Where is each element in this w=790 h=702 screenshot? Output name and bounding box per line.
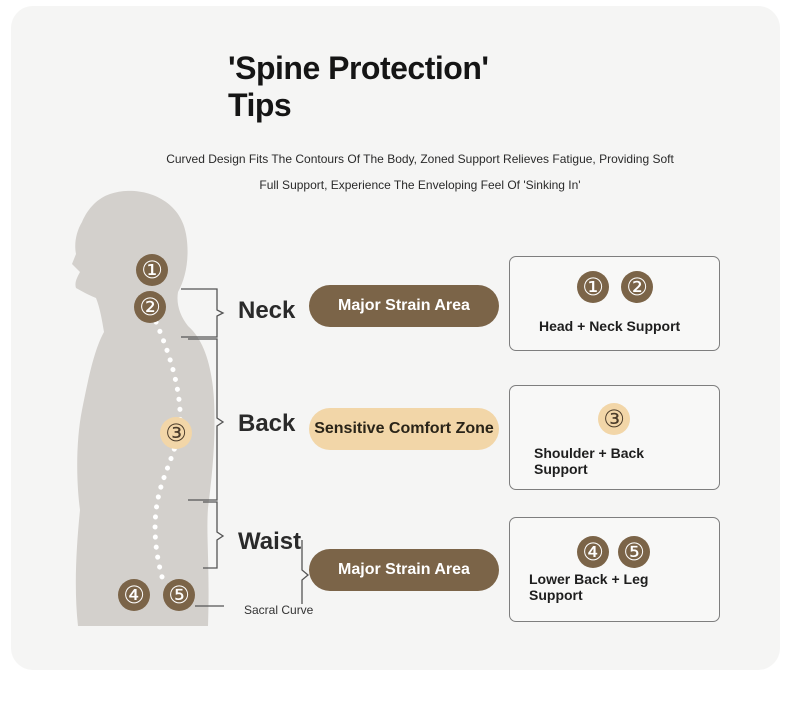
support-label-lower-back-leg: Lower Back + Leg Support: [529, 571, 649, 603]
region-label-waist: Waist: [238, 528, 302, 555]
box-marker-5: ⑤: [618, 536, 650, 568]
page-title: 'Spine Protection' Tips: [228, 50, 528, 124]
spine-dotted-line: [152, 319, 183, 587]
region-label-back: Back: [238, 410, 296, 437]
sacral-curve-label: Sacral Curve: [244, 603, 314, 617]
marker-2: ②: [134, 291, 166, 323]
waist-bracket: [203, 501, 225, 569]
back-zone-pill: Sensitive Comfort Zone: [309, 408, 499, 450]
neck-bracket: [181, 288, 225, 338]
sacral-bracket: [301, 540, 310, 604]
box-marker-4: ④: [577, 536, 609, 568]
support-label-head-neck: Head + Neck Support: [539, 318, 681, 334]
body-shape: [72, 190, 215, 626]
marker-5: ⑤: [163, 579, 195, 611]
box-marker-3: ③: [598, 403, 630, 435]
human-silhouette: [72, 190, 215, 626]
support-box-lower-back-leg: ④ ⑤ Lower Back + Leg Support: [509, 517, 720, 622]
box-marker-2: ②: [621, 271, 653, 303]
neck-zone-pill: Major Strain Area: [309, 285, 499, 327]
region-label-neck: Neck: [238, 297, 296, 324]
waist-zone-pill: Major Strain Area: [309, 549, 499, 591]
title-line-1: 'Spine Protection': [228, 50, 489, 86]
support-label-shoulder-back: Shoulder + Back Support: [534, 445, 645, 477]
back-bracket: [188, 338, 225, 501]
box-marker-1: ①: [577, 271, 609, 303]
marker-4: ④: [118, 579, 150, 611]
marker-1: ①: [136, 254, 168, 286]
subtitle-line-1: Curved Design Fits The Contours Of The B…: [166, 152, 674, 166]
marker-3: ③: [160, 417, 192, 449]
support-box-head-neck: ① ② Head + Neck Support: [509, 256, 720, 351]
title-line-2: Tips: [228, 87, 292, 123]
page-subtitle: Curved Design Fits The Contours Of The B…: [150, 146, 690, 198]
support-box-shoulder-back: ③ Shoulder + Back Support: [509, 385, 720, 490]
subtitle-line-2: Full Support, Experience The Enveloping …: [259, 178, 581, 192]
